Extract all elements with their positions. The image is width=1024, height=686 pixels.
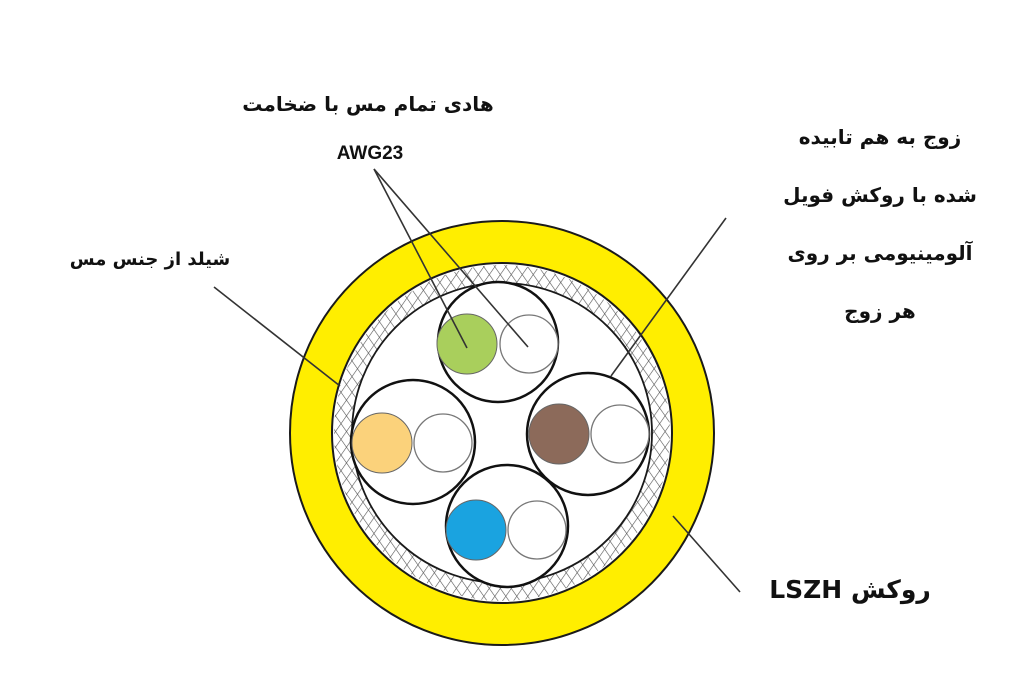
conductor-label: هادی تمام مس با ضخامت [242,92,494,116]
foil-pair-label-line1: زوج به هم تابیده [798,125,962,149]
leader-foil-pair [610,217,727,377]
shield-label: شیلد از جنس مس [69,249,231,270]
pair-top-green [436,280,560,404]
foil-pair-label-line2: شده با روکش فویل [783,183,977,207]
leader-jacket [672,515,741,593]
pair-right-brown [525,371,651,497]
jacket-label: روکش LSZH [769,575,931,604]
leader-shield [213,286,341,387]
awg-label: AWG23 [336,143,404,164]
foil-pair-label-line4: هر زوج [844,299,916,323]
pair-left-orange [349,378,477,506]
leader-awg-to-green [373,168,468,349]
leader-lines [213,168,741,593]
pair-bottom-blue [444,463,570,589]
foil-pair-label: زوج به هم تابیده شده با روکش فویل آلومین… [745,108,1015,340]
foil-pair-label-line3: آلومینیومی بر روی [787,241,973,265]
leader-awg-to-white [373,168,529,348]
